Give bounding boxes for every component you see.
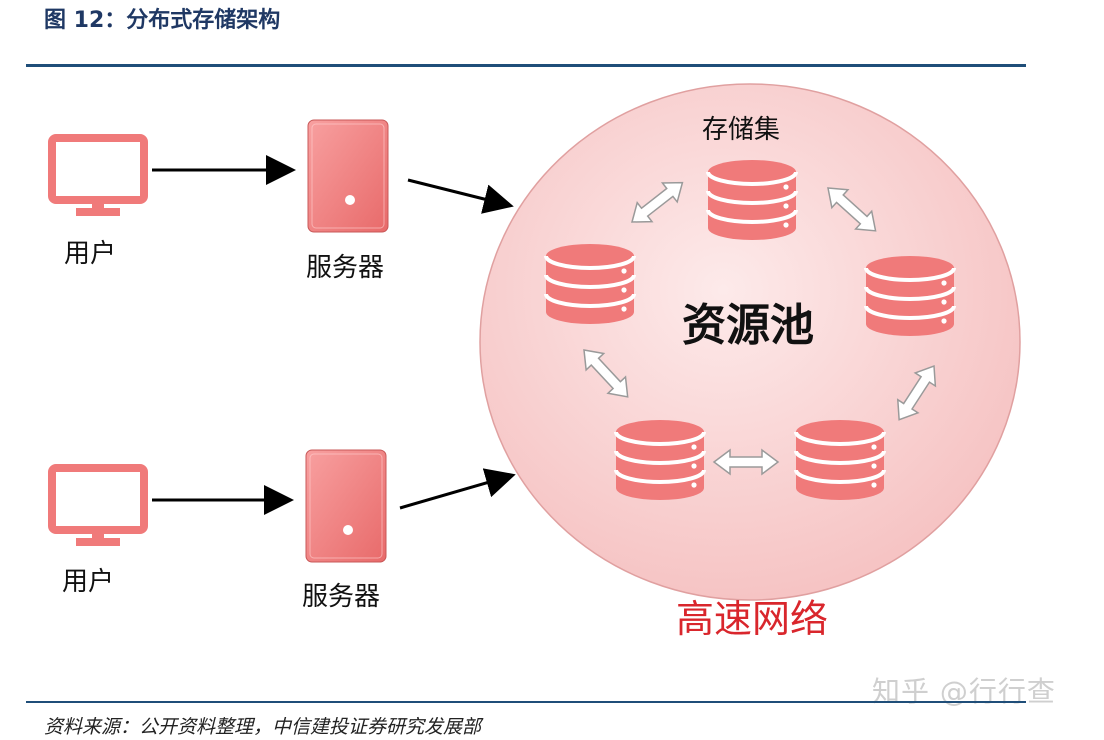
server-to-pool-arrow: [399, 468, 516, 510]
resource-pool-label: 资源池: [682, 300, 814, 351]
server-to-pool-arrow: [407, 178, 514, 214]
user-monitor-icon: [52, 138, 144, 216]
high-speed-network-label: 高速网络: [676, 597, 828, 641]
server-label: 服务器: [302, 582, 380, 612]
top-divider: [26, 64, 1026, 67]
database-icon: [706, 158, 798, 242]
storage-cluster-label: 存储集: [702, 115, 780, 145]
server-label: 服务器: [306, 253, 384, 283]
user-label: 用户: [64, 239, 116, 269]
database-icon: [864, 254, 956, 338]
bottom-divider: [26, 701, 1026, 703]
user-monitor-icon: [52, 468, 144, 546]
database-icon: [794, 418, 886, 502]
database-icon: [544, 242, 636, 326]
watermark: 知乎 @行行查: [872, 675, 1056, 708]
user-label: 用户: [62, 567, 114, 597]
figure-title: 图 12：分布式存储架构: [44, 8, 281, 33]
source-note: 资料来源：公开资料整理，中信建投证券研究发展部: [44, 716, 482, 738]
database-icon: [614, 418, 706, 502]
server-icon: [305, 449, 387, 563]
distributed-storage-diagram: 用户 用户 服务器 服务器 存储集 资源池 高速网络: [0, 83, 1021, 641]
server-icon: [307, 119, 389, 233]
